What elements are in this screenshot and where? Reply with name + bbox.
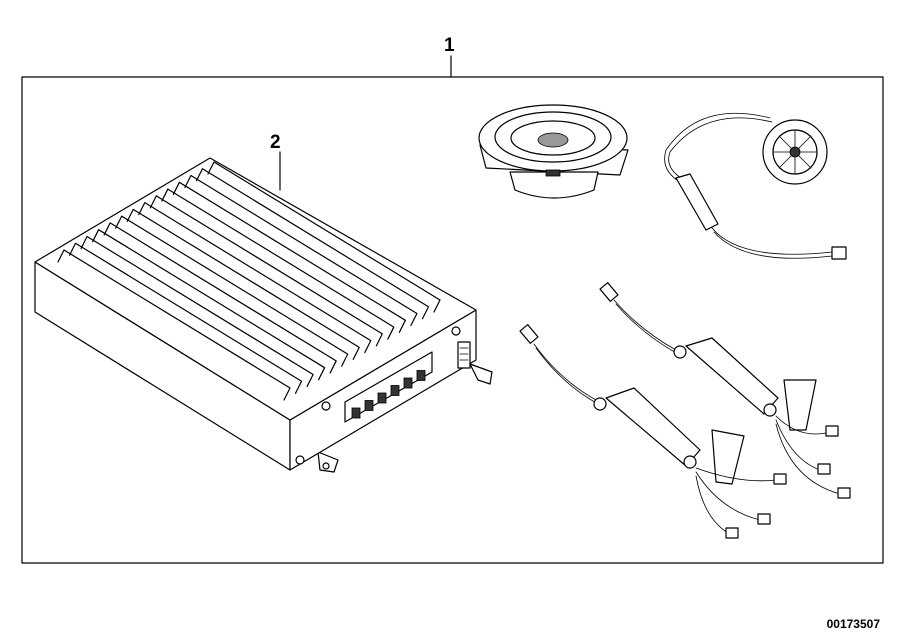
amplifier-drawing[interactable] — [34, 157, 493, 473]
heatsink-fin — [161, 188, 395, 340]
harness-terminal — [817, 463, 831, 475]
amplifier-connector-pins — [351, 370, 426, 419]
callout-1[interactable]: 1 — [444, 35, 455, 78]
connector-pin — [364, 400, 374, 411]
crossover-clip — [783, 379, 817, 431]
heatsink-fin — [57, 249, 291, 401]
harness-terminal — [837, 487, 851, 499]
harness-terminal — [725, 527, 739, 539]
callout-1-label: 1 — [444, 35, 455, 56]
heatsink-fin — [184, 174, 418, 327]
document-number: 00173507 — [827, 617, 881, 631]
harness-drawing[interactable] — [519, 282, 851, 539]
crossover-sleeve — [685, 337, 779, 415]
tweeter-filter — [675, 173, 719, 231]
connector-pin — [377, 392, 387, 404]
heatsink-fin — [103, 222, 337, 374]
callout-2[interactable]: 2 — [270, 132, 281, 191]
heatsink-fin — [92, 229, 326, 381]
tweeter-drawing[interactable] — [664, 112, 847, 260]
amplifier-top — [34, 157, 477, 421]
heatsink-fin — [195, 168, 430, 320]
crossover-sleeve — [605, 387, 701, 467]
heatsink-fin — [172, 181, 406, 333]
heatsink-fin — [126, 208, 360, 360]
connector-pin — [416, 370, 426, 381]
heatsink-fin — [68, 242, 303, 394]
amplifier-side-plug — [457, 341, 471, 369]
harness-terminal — [825, 425, 839, 437]
amplifier-screw — [321, 401, 331, 411]
amplifier-heatsink-fins — [57, 161, 441, 401]
amplifier-screw — [451, 326, 461, 336]
harness-plug — [519, 324, 539, 344]
speaker-basket — [509, 171, 599, 199]
harness-grommet — [673, 345, 687, 359]
amplifier-mount-tab-front — [317, 451, 339, 473]
heatsink-fin — [115, 215, 349, 367]
heatsink-fin — [149, 195, 383, 347]
harness-unit-front — [519, 324, 787, 539]
kit-frame — [21, 76, 884, 564]
amplifier-mount-tab-right — [469, 363, 493, 385]
crossover-clip — [711, 429, 745, 485]
tweeter-wire — [664, 112, 771, 183]
midrange-speaker-drawing[interactable] — [478, 104, 629, 199]
amplifier-screw — [322, 462, 330, 470]
connector-pin — [351, 407, 361, 419]
harness-grommet — [593, 397, 607, 411]
callout-2-label: 2 — [270, 132, 281, 153]
harness-terminal — [757, 513, 771, 525]
harness-terminal — [773, 473, 787, 485]
tweeter-wire-twist — [668, 117, 773, 181]
heatsink-fin — [207, 161, 441, 313]
amplifier-screw — [295, 455, 305, 465]
connector-pin — [403, 377, 413, 389]
speaker-terminal — [545, 169, 561, 177]
tweeter-wire — [711, 227, 833, 255]
tweeter-plug — [831, 246, 847, 260]
harness-wire — [613, 299, 677, 351]
connector-pin — [390, 385, 400, 396]
harness-plug — [599, 282, 619, 302]
heatsink-fin — [80, 235, 314, 388]
speaker-dust-cap — [537, 132, 569, 148]
tweeter-wire-twist — [713, 231, 833, 259]
harness-wire — [533, 343, 597, 401]
harness-unit-rear — [599, 282, 851, 499]
heatsink-fin — [138, 202, 372, 354]
